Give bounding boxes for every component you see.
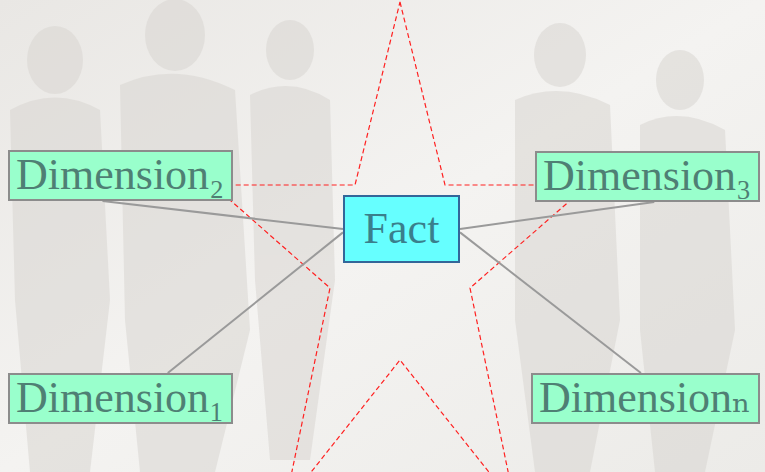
- connector-line: [460, 232, 641, 373]
- dimension-box: Dimension₂: [8, 150, 233, 201]
- connector-line: [460, 202, 654, 229]
- dimension-label: Dimension₃: [543, 153, 752, 199]
- fact-label: Fact: [364, 206, 440, 252]
- dimension-label: Dimension₁: [16, 375, 225, 421]
- fact-box: Fact: [343, 195, 460, 263]
- connector-line: [103, 201, 344, 229]
- dimension-box: Dimension₁: [8, 373, 233, 424]
- dimension-label: Dimension₂: [16, 152, 225, 198]
- dimension-box: Dimensionₙ: [531, 373, 760, 424]
- dimension-box: Dimension₃: [535, 151, 760, 202]
- connector-line: [168, 232, 343, 373]
- dimension-label: Dimensionₙ: [539, 375, 752, 421]
